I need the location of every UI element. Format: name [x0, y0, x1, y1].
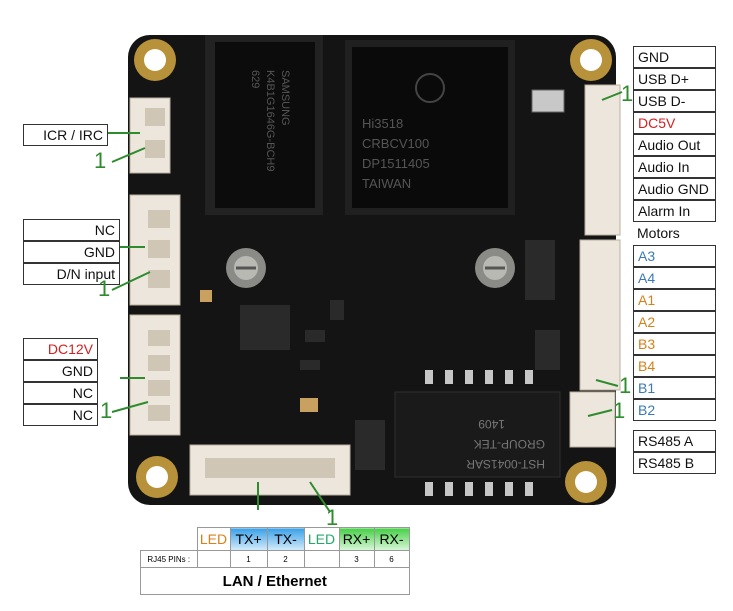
rj45-pin-3: 3: [338, 550, 375, 568]
label-audio-out: Audio Out: [633, 134, 716, 156]
label-motor-a2: A2: [633, 311, 716, 333]
connector-ethernet: [189, 444, 351, 496]
pin1-marker-motors: 1: [619, 373, 632, 398]
label-motor-b1: B1: [633, 377, 716, 399]
crystal-oscillator: [531, 89, 565, 113]
rj45-row-label: RJ45 PINs :: [140, 550, 198, 568]
transformer-text-2: GROUP-TEK: [474, 437, 545, 451]
label-usb-dplus: USB D+: [633, 68, 716, 90]
rj45-pin-2: 2: [266, 550, 305, 568]
label-pwr-nc-1: NC: [23, 382, 98, 404]
pin1-marker-ethernet: 1: [326, 505, 339, 530]
soc-chip-text-3: DP1511405: [362, 156, 430, 171]
connector-rs485: [569, 391, 616, 448]
label-dn-gnd: GND: [23, 241, 120, 263]
rj45-footer: LAN / Ethernet: [140, 567, 410, 595]
pointer-lines: [108, 91, 623, 513]
pin1-marker-usb: 1: [621, 81, 634, 106]
label-icr: ICR / IRC: [23, 124, 108, 146]
transformer-text-1: 1409: [478, 417, 505, 431]
motors-title: Motors: [637, 225, 680, 241]
rj45-header-txplus: TX+: [229, 527, 268, 551]
label-usb-dminus: USB D-: [633, 90, 716, 112]
memory-chip-text-1: SAMSUNG: [279, 70, 291, 126]
label-pwr-nc-2: NC: [23, 404, 98, 426]
label-pwr-gnd: GND: [23, 360, 98, 382]
pin1-marker-pwr: 1: [100, 398, 113, 423]
label-pwr-dc12v: DC12V: [23, 338, 98, 360]
pin1-marker-icr: 1: [94, 148, 107, 173]
memory-chip-text-2: K4B1G1646G-BCH9: [264, 70, 276, 172]
rj45-pin-6: 6: [373, 550, 410, 568]
connector-dn: [129, 194, 181, 306]
screw-right: [475, 248, 515, 288]
label-audio-gnd: Audio GND: [633, 178, 716, 200]
label-motor-b2: B2: [633, 399, 716, 421]
label-audio-in: Audio In: [633, 156, 716, 178]
label-rs485-a: RS485 A: [633, 430, 716, 452]
connector-usb-audio: [584, 84, 621, 236]
rj45-corner: [140, 527, 198, 551]
ethernet-transformer: 1409 GROUP-TEK HST-0041SAR: [394, 391, 561, 478]
label-motor-b4: B4: [633, 355, 716, 377]
transformer-text-3: HST-0041SAR: [466, 457, 545, 471]
mounting-hole-top-right: [570, 39, 612, 81]
mounting-hole-bottom-left: [136, 456, 178, 498]
label-gnd: GND: [633, 46, 716, 68]
connector-icr: [129, 97, 171, 174]
memory-chip-text-3: 629: [249, 70, 261, 88]
soc-chip: Hi3518 CRBCV100 DP1511405 TAIWAN: [345, 40, 515, 215]
label-motor-a1: A1: [633, 289, 716, 311]
mounting-hole-bottom-right: [565, 461, 607, 503]
rj45-header-txminus: TX-: [266, 527, 305, 551]
label-dc5v: DC5V: [633, 112, 716, 134]
connector-power: [129, 314, 181, 436]
rj45-header-rxplus: RX+: [338, 527, 375, 551]
label-rs485-b: RS485 B: [633, 452, 716, 474]
rj45-pin-table: LED TX+ TX- LED RX+ RX- RJ45 PINs : 1 2 …: [140, 527, 410, 595]
memory-chip: SAMSUNG K4B1G1646G-BCH9 629: [205, 35, 323, 215]
rj45-pin-led-2: [303, 550, 340, 568]
label-motor-a3: A3: [633, 245, 716, 267]
mounting-hole-top-left: [134, 39, 176, 81]
transformer-pins: [425, 370, 533, 496]
rj45-header-led-1: LED: [196, 527, 231, 551]
label-alarm-in: Alarm In: [633, 200, 716, 222]
rj45-header-rxminus: RX-: [373, 527, 410, 551]
soc-chip-text-1: Hi3518: [362, 116, 403, 131]
label-dn-nc: NC: [23, 219, 120, 241]
label-motor-a4: A4: [633, 267, 716, 289]
label-dn-input: D/N input: [23, 263, 120, 285]
rj45-header-led-2: LED: [303, 527, 340, 551]
rj45-pin-led-1: [196, 550, 231, 568]
screw-left: [226, 248, 266, 288]
smd-components: [200, 240, 560, 470]
pin1-marker-dn: 1: [98, 276, 111, 301]
connector-motors: [579, 239, 621, 391]
label-motor-b3: B3: [633, 333, 716, 355]
rj45-pin-1: 1: [229, 550, 268, 568]
soc-chip-text-4: TAIWAN: [362, 176, 411, 191]
pin1-marker-rs485: 1: [613, 398, 626, 423]
soc-chip-text-2: CRBCV100: [362, 136, 429, 151]
